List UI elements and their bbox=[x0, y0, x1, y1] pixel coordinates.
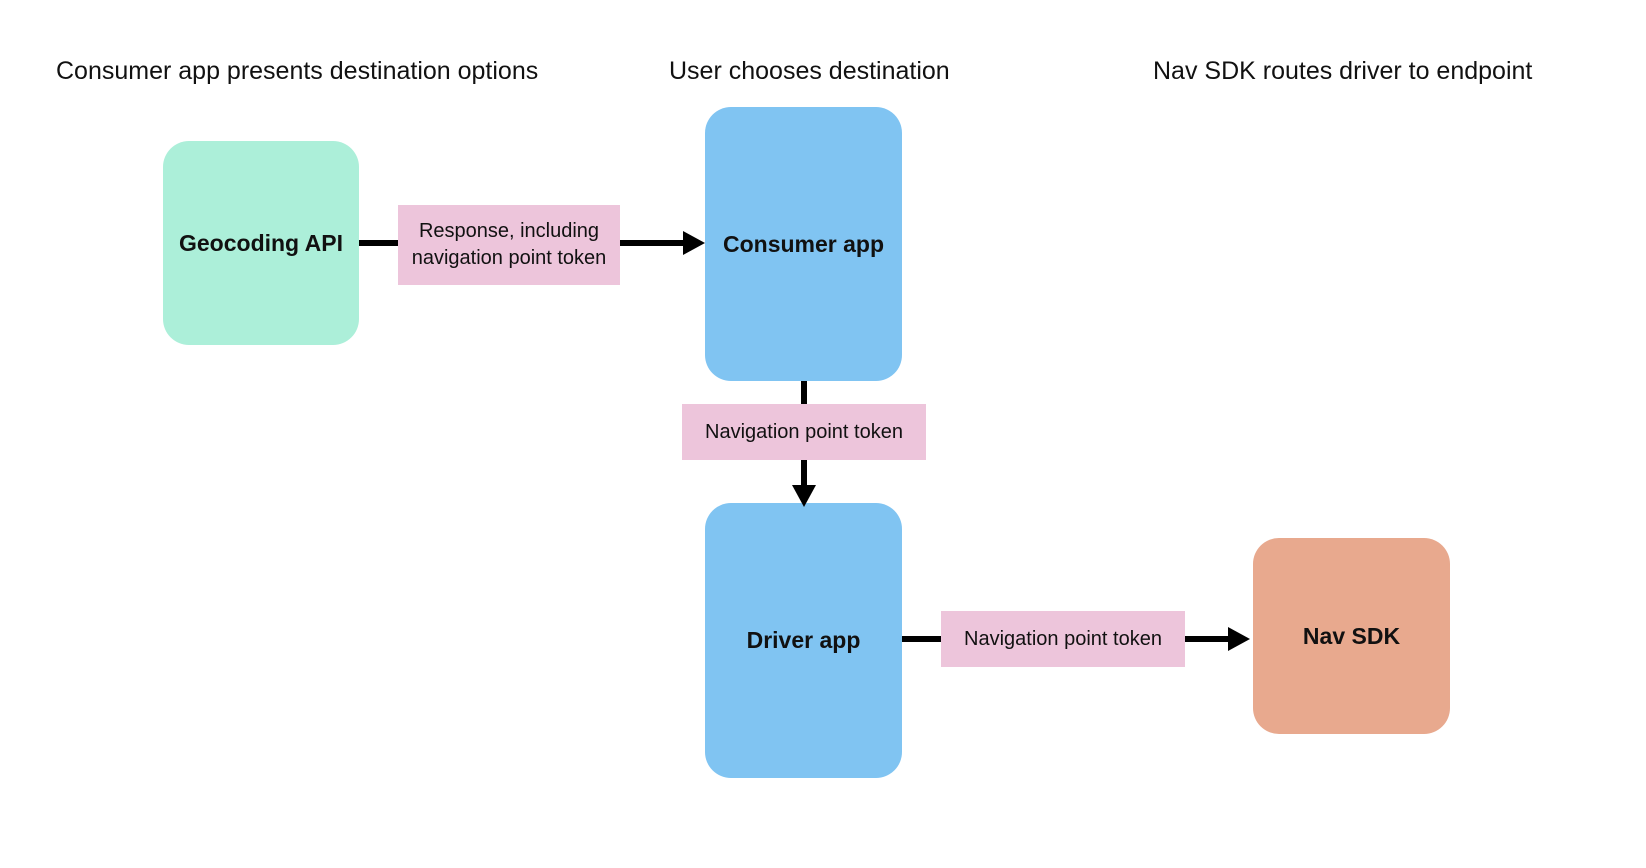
arrowhead-right-icon-nav-sdk bbox=[1228, 627, 1250, 651]
connector-driver-app-to-token-label bbox=[902, 636, 942, 642]
column-header-nav-sdk: Nav SDK routes driver to endpoint bbox=[1153, 57, 1533, 85]
node-driver-app[interactable]: Driver app bbox=[705, 503, 902, 778]
column-header-consumer-app: Consumer app presents destination option… bbox=[56, 57, 539, 85]
arrowhead-right-icon-consumer-app bbox=[683, 231, 705, 255]
edge-label-navigation-point-token-vertical: Navigation point token bbox=[682, 404, 926, 460]
connector-consumer-app-to-token-label bbox=[801, 381, 807, 405]
edge-label-navigation-point-token-horizontal: Navigation point token bbox=[941, 611, 1185, 667]
node-nav-sdk[interactable]: Nav SDK bbox=[1253, 538, 1450, 734]
arrowhead-down-icon-driver-app bbox=[792, 485, 816, 507]
column-header-user-chooses: User chooses destination bbox=[669, 57, 950, 85]
connector-token-label-to-nav-sdk bbox=[1185, 636, 1229, 642]
connector-response-label-to-consumer-app bbox=[620, 240, 684, 246]
connector-geocoding-to-response-label bbox=[359, 240, 399, 246]
edge-label-response-including-navigation-point-token: Response, including navigation point tok… bbox=[398, 205, 620, 285]
node-consumer-app[interactable]: Consumer app bbox=[705, 107, 902, 381]
connector-token-label-to-driver-app bbox=[801, 459, 807, 487]
node-geocoding-api[interactable]: Geocoding API bbox=[163, 141, 359, 345]
